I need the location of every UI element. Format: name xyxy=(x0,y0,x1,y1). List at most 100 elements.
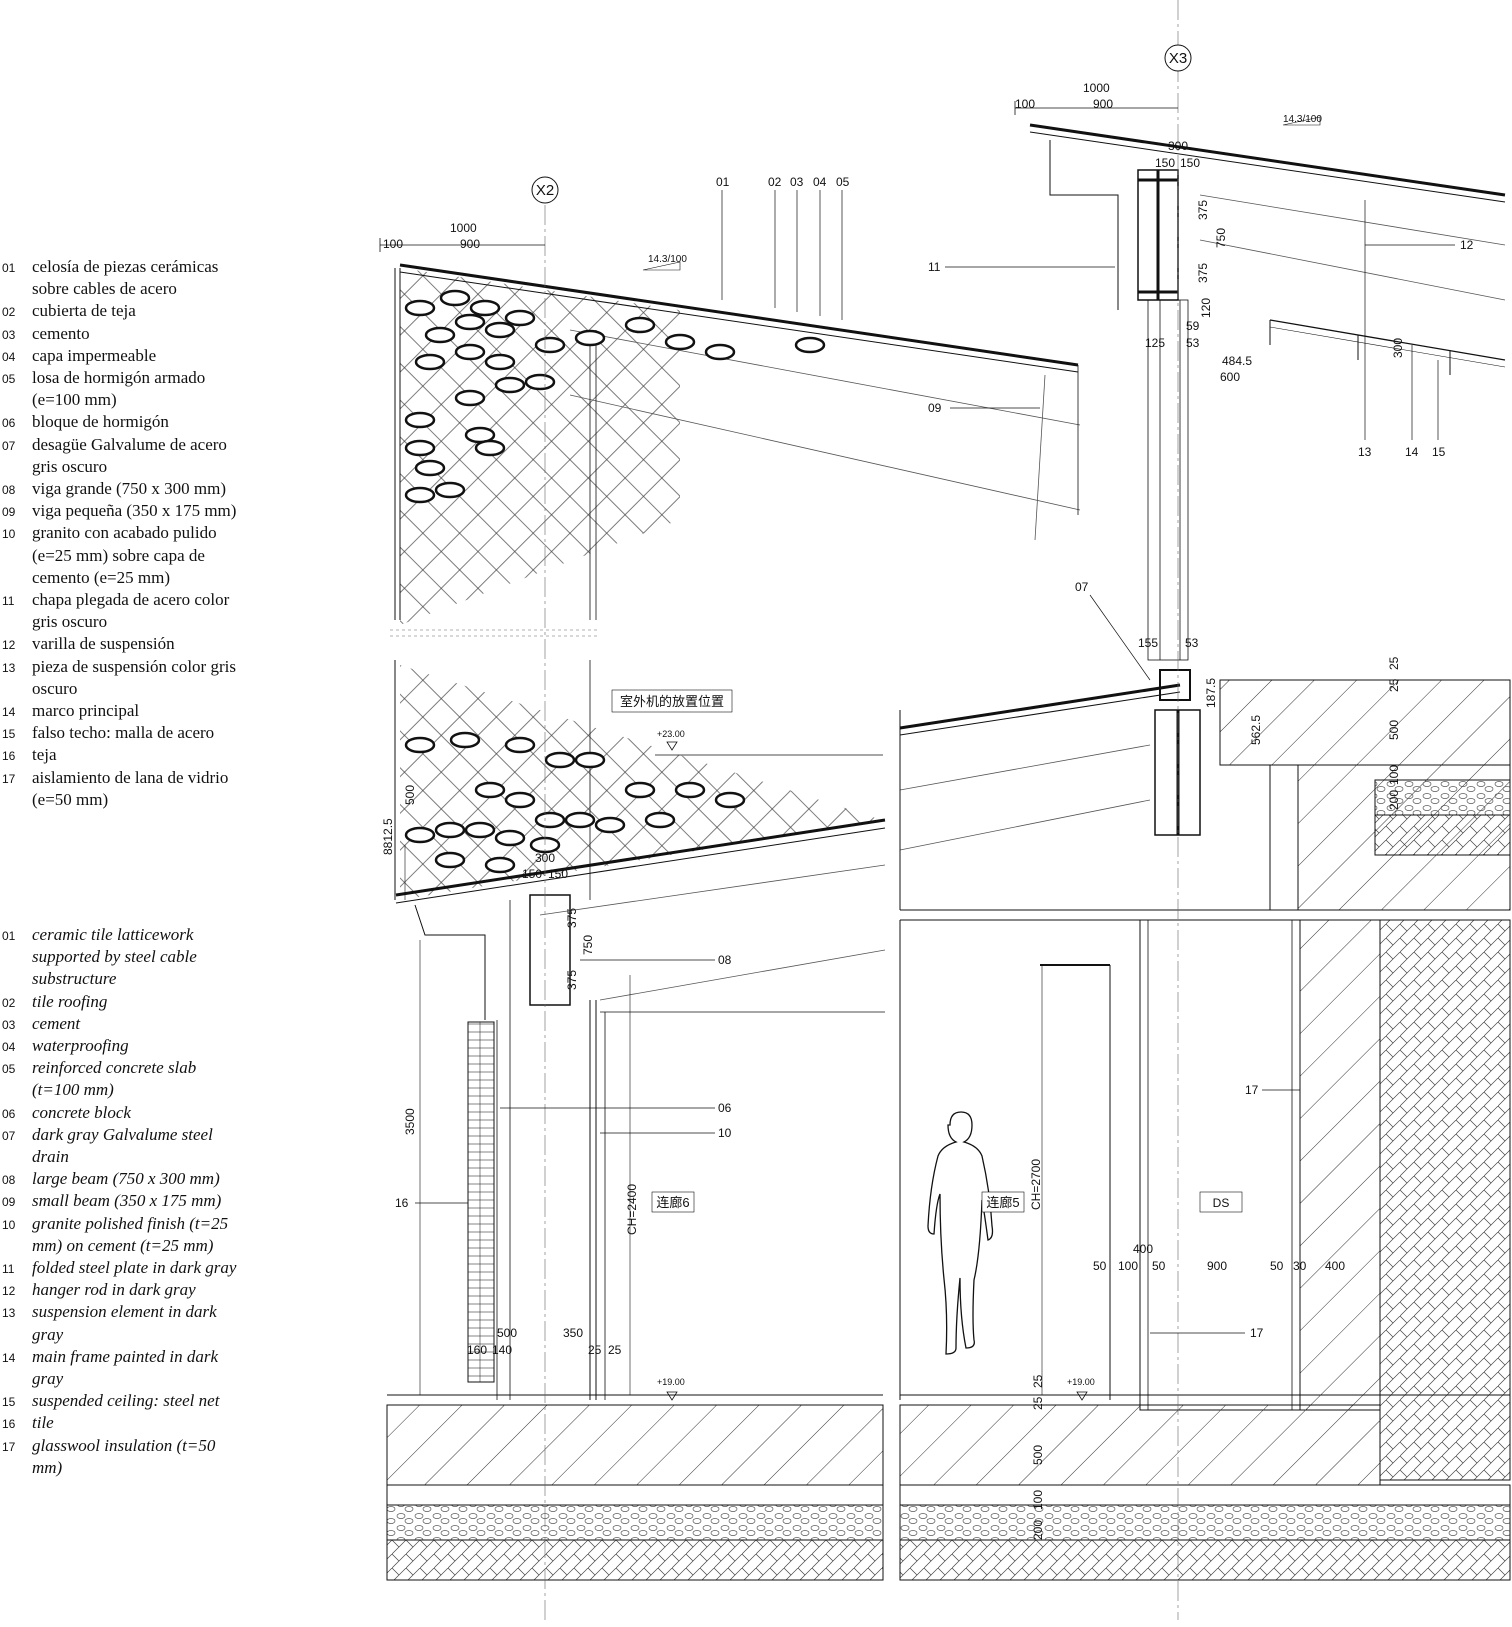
callout-03: 03 xyxy=(790,175,804,189)
grid-label-x2: X2 xyxy=(536,182,554,199)
dim-53-upper: 53 xyxy=(1186,336,1200,350)
dim-120: 120 xyxy=(1199,298,1213,318)
legend-number: 02 xyxy=(2,305,16,320)
dim-50-a: 50 xyxy=(1093,1259,1107,1273)
legend-text: main frame painted in dark gray xyxy=(32,1346,219,1389)
ceramic-piece xyxy=(484,856,516,874)
legend-text: teja xyxy=(32,745,57,765)
dim-100-floor: 100 xyxy=(1031,1490,1045,1510)
dim-3500: 3500 xyxy=(403,1108,417,1135)
legend-number: 13 xyxy=(2,1306,16,1321)
legend-number: 10 xyxy=(2,1217,16,1232)
legend-text: tile xyxy=(32,1413,54,1433)
dim-200-upper: 200 xyxy=(1387,790,1401,810)
legend-number: 16 xyxy=(2,749,16,764)
dim-375a-left: 375 xyxy=(565,908,579,928)
callout-12: 12 xyxy=(1460,238,1474,252)
ceramic-piece xyxy=(404,411,436,429)
dim-100-right: 100 xyxy=(1015,97,1035,111)
legend-number: 10 xyxy=(2,527,16,542)
ceramic-piece xyxy=(434,481,466,499)
legend-text: hanger rod in dark gray xyxy=(32,1280,196,1300)
callout-17a: 17 xyxy=(1245,1083,1259,1097)
dim-1000-left: 1000 xyxy=(450,221,477,235)
ceramic-piece xyxy=(704,343,736,361)
dim-25-25-upper: 25 xyxy=(1387,678,1401,692)
legend-text: viga grande (750 x 300 mm) xyxy=(32,479,227,499)
ceramic-piece xyxy=(594,816,626,834)
legend-text: suspension element in dark gray xyxy=(32,1302,217,1344)
legend-number: 09 xyxy=(2,505,16,520)
ceramic-piece xyxy=(454,313,486,331)
lower-roof-left xyxy=(394,660,886,1400)
legend-text: tile roofing xyxy=(32,991,108,1011)
leader-lines xyxy=(415,190,1455,1334)
legend-number: 01 xyxy=(2,261,16,275)
level-23: +23.00 xyxy=(657,729,685,739)
ceramic-blocks-lower xyxy=(404,731,746,874)
legend-text: bloque de hormigón xyxy=(32,412,169,432)
ceramic-piece xyxy=(404,299,436,317)
room-outdoor-unit: 室外机的放置位置 xyxy=(620,694,724,709)
callout-04: 04 xyxy=(813,175,827,189)
dim-350: 350 xyxy=(563,1326,583,1340)
dim-900-left: 900 xyxy=(460,237,480,251)
dim-484-5: 484.5 xyxy=(1222,354,1252,368)
ceramic-piece xyxy=(404,736,436,754)
floor-slabs xyxy=(386,1394,1511,1581)
dim-500-bottom: 500 xyxy=(497,1326,517,1340)
dim-400-a: 400 xyxy=(1133,1242,1153,1256)
dim-400-b: 400 xyxy=(1325,1259,1345,1273)
ceramic-piece xyxy=(624,781,656,799)
legend-number: 08 xyxy=(2,1173,16,1188)
dim-100-upper: 100 xyxy=(1387,765,1401,785)
ceramic-piece xyxy=(464,821,496,839)
legend-number: 06 xyxy=(2,1106,16,1121)
dim-50-b: 50 xyxy=(1152,1259,1166,1273)
dim-125: 125 xyxy=(1145,336,1165,350)
legend-number: 05 xyxy=(2,1062,16,1077)
ceramic-piece xyxy=(674,781,706,799)
legend-text: cemento xyxy=(32,323,90,343)
grid-lines xyxy=(379,0,1321,1620)
legend-number: 04 xyxy=(2,1040,16,1055)
dim-140: 140 xyxy=(492,1343,512,1357)
dim-1000-right: 1000 xyxy=(1083,81,1110,95)
legend-text: varilla de suspensión xyxy=(32,634,175,654)
legend-text: cubierta de teja xyxy=(32,301,136,321)
dim-50-c: 50 xyxy=(1270,1259,1284,1273)
callout-01: 01 xyxy=(716,175,730,189)
drawing-labels: X2 X3 14.3/100 14.3/100 +23.00 +19.00 +1… xyxy=(381,50,1474,1540)
lower-roof-right xyxy=(899,669,1511,921)
ceramic-piece xyxy=(439,289,471,307)
legend-number: 12 xyxy=(2,1284,16,1299)
dim-25b-upper: 25 xyxy=(1387,656,1401,670)
legend-number: 15 xyxy=(2,1395,16,1410)
upper-roof-right xyxy=(1029,123,1506,661)
legend-item: 02 cubierta de teja xyxy=(0,300,240,322)
dim-375a-right: 375 xyxy=(1196,200,1210,220)
legend-number: 13 xyxy=(2,660,16,675)
ceramic-piece xyxy=(414,459,446,477)
legend-text: granito con acabado pulido (e=25 mm) sob… xyxy=(32,523,217,587)
dim-100-mid: 100 xyxy=(1118,1259,1138,1273)
ceramic-piece xyxy=(794,336,826,354)
legend-text: reinforced concrete slab (t=100 mm) xyxy=(32,1058,197,1100)
ceramic-piece xyxy=(449,731,481,749)
ceramic-piece xyxy=(644,811,676,829)
legend-text: glasswool insulation (t=50 mm) xyxy=(32,1435,216,1477)
legend-number: 07 xyxy=(2,1128,16,1143)
callout-08: 08 xyxy=(718,953,732,967)
legend-number: 15 xyxy=(2,727,16,742)
callout-13: 13 xyxy=(1358,445,1372,459)
dim-500-upper: 500 xyxy=(1387,720,1401,740)
